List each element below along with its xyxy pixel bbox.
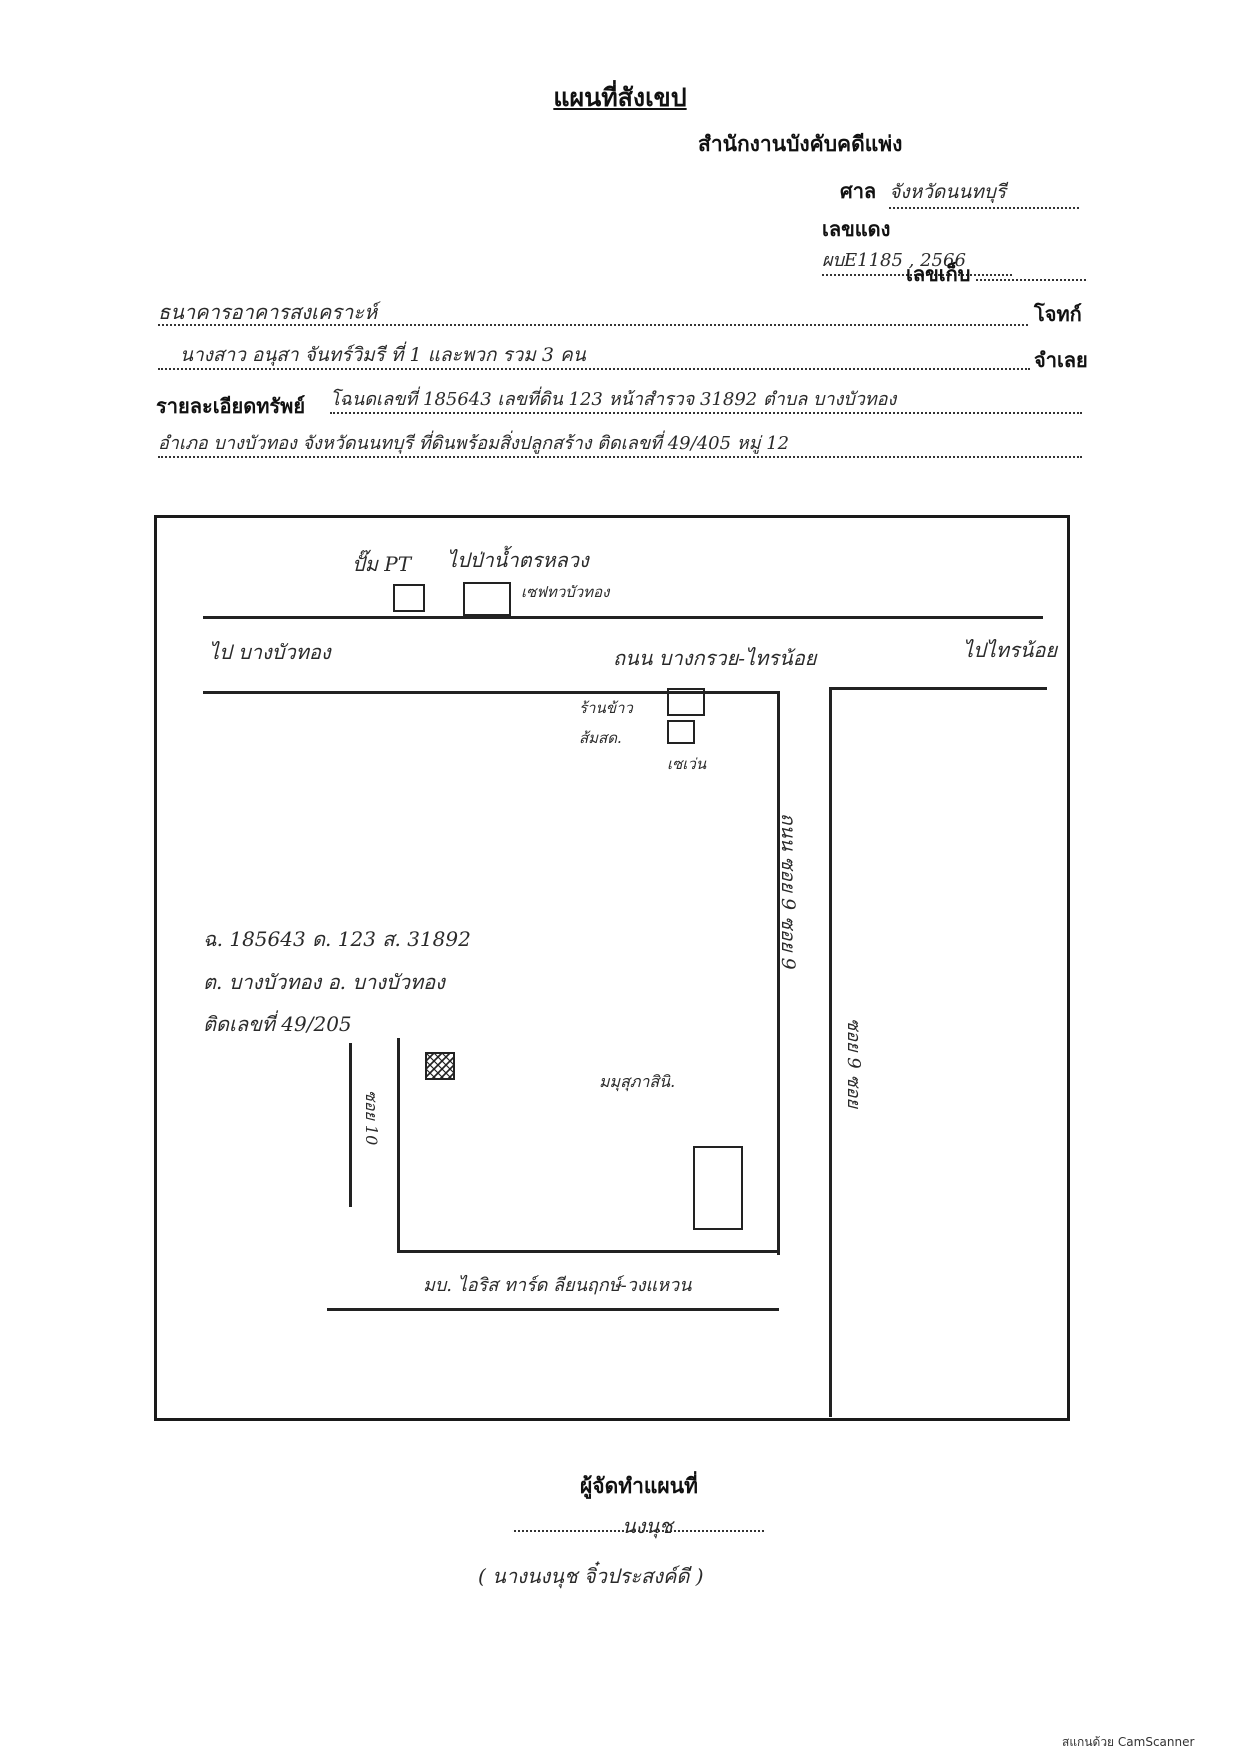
right-soi-label: ซอย 9 ซอย [843, 1018, 864, 1109]
village-road-label: มบ. ไอริส ทาร์ด ลียนฤกษ์-วงแหวน [423, 1275, 692, 1296]
archive-label: เลขเก็บ [906, 262, 971, 286]
plaintiff-line: ธนาคารอาคารสงเคราะห์ [158, 296, 1028, 326]
signer-name: ( นางนงนุช จิ๋วประสงค์ดี ) [478, 1564, 704, 1588]
property-line-2: อำเภอ บางบัวทอง จังหวัดนนทบุรี ที่ดินพร้… [158, 428, 1082, 458]
signature-mark: นงนุช [622, 1514, 673, 1538]
left-soi-right-edge [397, 1038, 400, 1252]
seven-label: เซเว่น [667, 755, 707, 773]
scanner-watermark: สแกนด้วย CamScanner [1062, 1735, 1195, 1749]
red-case-label: เลขแดง [822, 217, 891, 241]
shop1-building [667, 688, 705, 716]
page-title: แผนที่สังเขป [553, 83, 687, 112]
to-sainoi-label: ไปไทรน้อย [963, 638, 1058, 662]
target-plot-marker [425, 1052, 455, 1080]
shop2-building [667, 720, 695, 744]
plaintiff-label: โจทก์ [1034, 302, 1082, 326]
school-label: มมุสุภาสินิ. [599, 1072, 676, 1091]
property-label: รายละเอียดทรัพย์ [156, 394, 306, 418]
signature-line [514, 1528, 764, 1532]
bottom-road-bottom-edge [327, 1308, 779, 1311]
defendant-value: นางสาว อนุสา จันทร์วิมรี ที่ 1 และพวก รว… [180, 344, 586, 366]
bottom-road-top-edge [397, 1250, 780, 1253]
pump-building [393, 584, 425, 612]
plaintiff-value: ธนาคารอาคารสงเคราะห์ [158, 300, 378, 324]
court-value: จังหวัดนนทบุรี [889, 177, 1080, 209]
office-name: สำนักงานบังคับคดีแพ่ง [698, 132, 903, 156]
main-road-bottom-edge-left [203, 691, 777, 694]
market-building [463, 582, 511, 616]
red-case-row: เลขแดง ผบE1185 , 2566 [822, 213, 1085, 276]
map-frame: ปั๊ม PT ไปป่าน้ำตรหลวง เซฟทวบัวทอง ไป บา… [154, 515, 1070, 1421]
shop2-label: ส้มสด. [579, 729, 622, 747]
court-row: ศาล จังหวัดนนทบุรี [840, 175, 1085, 209]
soi-road-right-edge [829, 687, 832, 1417]
deed-line-1: ฉ. 185643 ด. 123 ส. 31892 [203, 927, 471, 951]
red-case-value: ผบE1185 , 2566 [822, 245, 1012, 276]
deed-line-2: ต. บางบัวทอง อ. บางบัวทอง [203, 970, 445, 994]
school-building [693, 1146, 743, 1230]
court-label: ศาล [840, 179, 877, 203]
left-soi-label: ซอย 10 [362, 1090, 381, 1146]
to-bangbuathong-label: ไป บางบัวทอง [209, 640, 331, 664]
shop1-label: ร้านข้าว [579, 699, 633, 717]
deed-line-3: ติดเลขที่ 49/205 [203, 1012, 352, 1036]
shop-label: เซฟทวบัวทอง [521, 583, 610, 601]
pump-label: ปั๊ม PT [352, 552, 412, 576]
property-line-1: โฉนดเลขที่ 185643 เลขที่ดิน 123 หน้าสำรว… [330, 384, 1082, 414]
main-road-top-edge [203, 616, 1043, 619]
archive-row: เลขเก็บ [906, 258, 1086, 286]
defendant-label: จำเลย [1034, 348, 1088, 372]
map-maker-label: ผู้จัดทำแผนที่ [580, 1474, 698, 1498]
market-label: ไปป่าน้ำตรหลวง [447, 548, 589, 572]
main-road-label: ถนน บางกรวย-ไทรน้อย [613, 646, 817, 670]
soi-road-left-edge [777, 691, 780, 1255]
main-road-bottom-edge-right [829, 687, 1047, 690]
left-soi-left-edge [349, 1043, 352, 1207]
defendant-line: นางสาว อนุสา จันทร์วิมรี ที่ 1 และพวก รว… [158, 340, 1030, 370]
soi-road-label: ถนน ซอย 9 ซอย 9 [777, 813, 799, 970]
archive-value [975, 261, 1086, 281]
